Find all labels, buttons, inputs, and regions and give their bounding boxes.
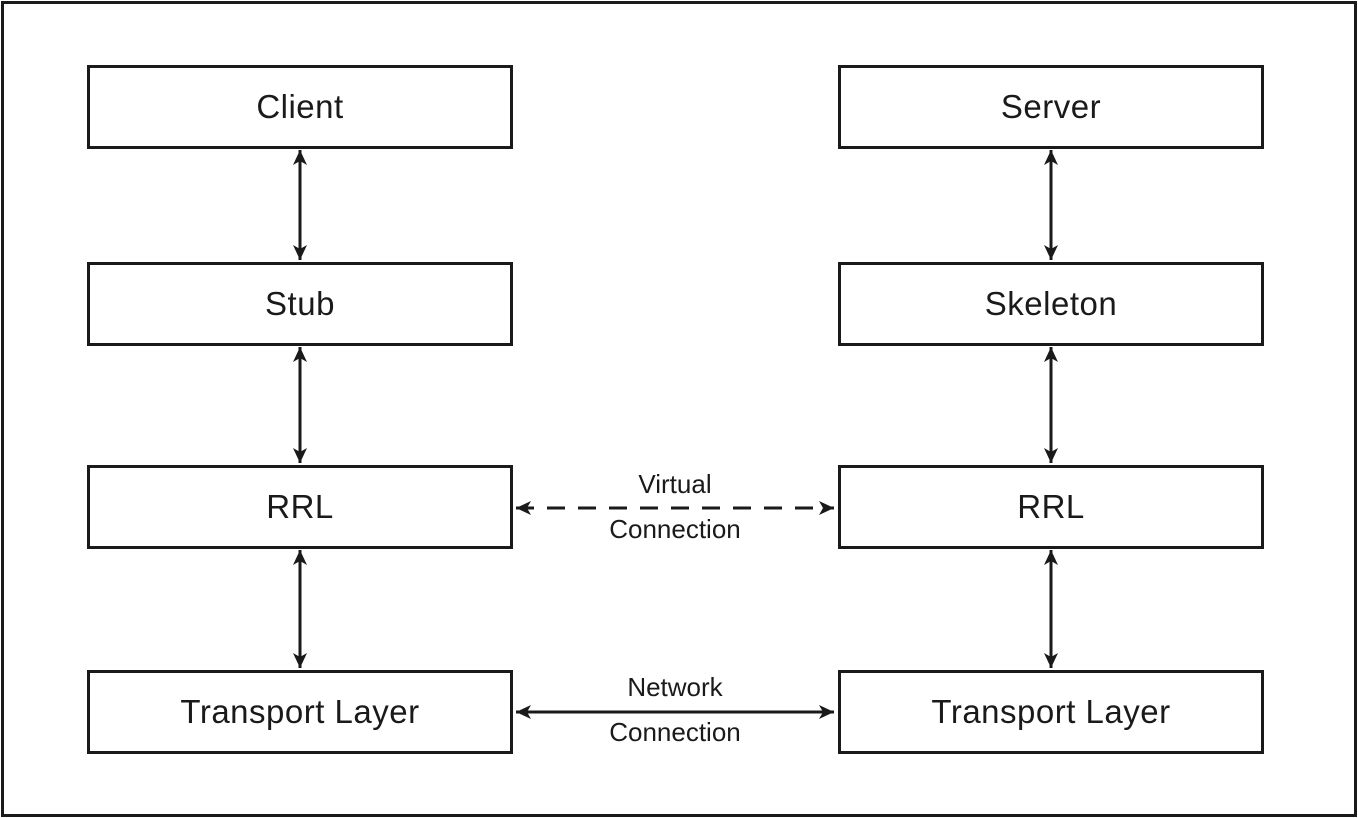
network-connection-label-line2: Connection (609, 717, 741, 747)
box-server-label: Server (1000, 88, 1102, 125)
box-skeleton-label: Skeleton (984, 285, 1118, 322)
virtual-connection-label-line2: Connection (609, 514, 741, 544)
box-client-label: Client (256, 88, 344, 125)
box-rrl-right: RRL (838, 465, 1264, 549)
box-stub-label: Stub (265, 285, 335, 322)
box-skeleton: Skeleton (838, 262, 1264, 346)
box-rrl-left: RRL (87, 465, 513, 549)
virtual-connection-label-line1: Virtual (638, 469, 712, 499)
box-client: Client (87, 65, 513, 149)
box-rrl-left-label: RRL (266, 488, 334, 525)
box-stub: Stub (87, 262, 513, 346)
box-transport-left-label: Transport Layer (180, 693, 420, 730)
box-server: Server (838, 65, 1264, 149)
box-rrl-right-label: RRL (1017, 488, 1085, 525)
box-transport-right-label: Transport Layer (931, 693, 1171, 730)
network-connection-label-line1: Network (627, 672, 723, 702)
box-transport-left: Transport Layer (87, 670, 513, 754)
box-transport-right: Transport Layer (838, 670, 1264, 754)
